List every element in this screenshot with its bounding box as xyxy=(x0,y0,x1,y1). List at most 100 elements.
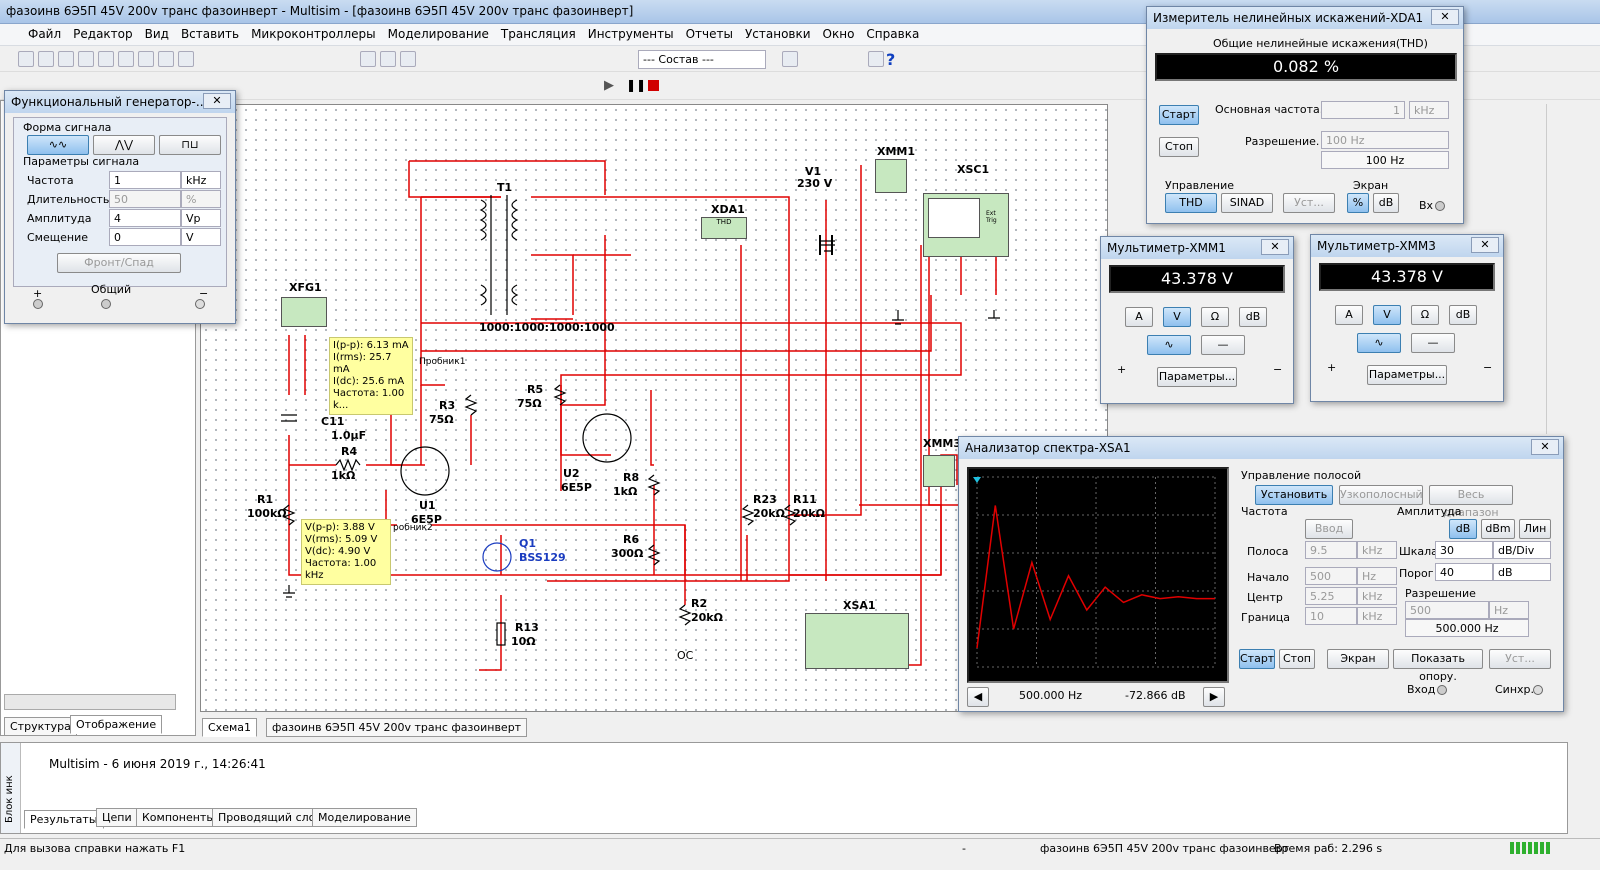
start-button[interactable]: Старт xyxy=(1159,105,1199,125)
doc-tab-current[interactable]: фазоинв 6Э5П 45V 200v транс фазоинверт xyxy=(266,718,528,737)
redo-icon[interactable] xyxy=(178,51,194,67)
stop-icon[interactable] xyxy=(648,80,659,91)
linear-scale-button[interactable]: Лин xyxy=(1519,519,1551,539)
menu-simulate[interactable]: Моделирование xyxy=(387,27,489,41)
duty-unit[interactable]: % xyxy=(181,190,221,208)
spectrum-settings-button[interactable]: Уст... xyxy=(1489,649,1551,669)
full-span-button[interactable]: Весь диапазон xyxy=(1429,485,1513,519)
spectrum-input-terminal-icon[interactable] xyxy=(1437,685,1447,695)
mm3-db-button[interactable]: dB xyxy=(1449,305,1477,325)
thd-button[interactable]: THD xyxy=(1165,193,1217,213)
common-terminal-icon[interactable] xyxy=(101,299,111,309)
show-reference-button[interactable]: Показать опору. xyxy=(1393,649,1483,683)
mm3-params-button[interactable]: Параметры... xyxy=(1367,365,1447,385)
threshold-input[interactable]: 40 xyxy=(1435,563,1493,581)
close-icon[interactable]: ✕ xyxy=(1431,9,1459,25)
menu-reports[interactable]: Отчеты xyxy=(685,27,733,41)
offset-unit[interactable]: V xyxy=(181,228,221,246)
close-icon[interactable]: ✕ xyxy=(203,93,231,109)
paste-icon[interactable] xyxy=(138,51,154,67)
mm1-params-button[interactable]: Параметры... xyxy=(1157,367,1237,387)
sine-wave-button[interactable]: ∿∿ xyxy=(27,135,89,155)
db-scale-button[interactable]: dB xyxy=(1449,519,1477,539)
menu-transfer[interactable]: Трансляция xyxy=(500,27,576,41)
menu-view[interactable]: Вид xyxy=(144,27,169,41)
mm1-dc-button[interactable]: — xyxy=(1201,335,1245,355)
mm1-ampere-button[interactable]: A xyxy=(1125,307,1153,327)
tab-results[interactable]: Результаты xyxy=(24,810,104,829)
probe1-readout[interactable]: I(p-p): 6.13 mA I(rms): 25.7 mA I(dc): 2… xyxy=(329,337,413,415)
settings-button[interactable]: Уст... xyxy=(1283,193,1335,213)
spectrum-cursor-marker[interactable] xyxy=(973,477,981,483)
mm3-volt-button[interactable]: V xyxy=(1373,305,1401,325)
scale-input[interactable]: 30 xyxy=(1435,541,1493,559)
input-terminal-icon[interactable] xyxy=(1435,201,1445,211)
xsc1-instrument[interactable]: Ext Trig xyxy=(923,193,1009,257)
doc-tab-schema1[interactable]: Схема1 xyxy=(202,718,257,737)
close-icon[interactable]: ✕ xyxy=(1531,439,1559,455)
grid-icon[interactable] xyxy=(359,51,376,67)
spectrum-start-button[interactable]: Старт xyxy=(1239,649,1275,669)
offset-input[interactable]: 0 xyxy=(109,228,181,246)
mm1-ohm-button[interactable]: Ω xyxy=(1201,307,1229,327)
menu-tools[interactable]: Инструменты xyxy=(587,27,674,41)
graph-icon[interactable] xyxy=(399,51,416,67)
cursor-left-button[interactable]: ◀ xyxy=(967,687,989,707)
span-unit[interactable]: kHz xyxy=(1357,541,1397,559)
copy-icon[interactable] xyxy=(118,51,134,67)
plus-terminal-icon[interactable] xyxy=(33,299,43,309)
tab-hierarchy[interactable]: Структура xyxy=(4,717,77,736)
threshold-unit[interactable]: dB xyxy=(1493,563,1551,581)
triangle-wave-button[interactable]: ⋀⋁ xyxy=(93,135,155,155)
db-button[interactable]: dB xyxy=(1373,193,1399,213)
open-icon[interactable] xyxy=(38,51,54,67)
toolbox-scrollbar[interactable] xyxy=(4,694,176,710)
save-icon[interactable] xyxy=(58,51,74,67)
span-input[interactable]: 9.5 xyxy=(1305,541,1357,559)
close-icon[interactable]: ✕ xyxy=(1261,239,1289,255)
spectrum-screen[interactable] xyxy=(967,467,1229,683)
resolution-input[interactable]: 500 xyxy=(1405,601,1489,619)
pause-icon[interactable]: ❚❚ xyxy=(626,78,647,92)
help-icon[interactable]: ? xyxy=(886,50,896,69)
dbm-scale-button[interactable]: dBm xyxy=(1481,519,1515,539)
print-icon[interactable] xyxy=(78,51,94,67)
mm3-titlebar[interactable]: Мультиметр-XMM3✕ xyxy=(1311,235,1503,257)
cut-icon[interactable] xyxy=(98,51,114,67)
spectrum-stop-button[interactable]: Стоп xyxy=(1279,649,1315,669)
amplitude-unit[interactable]: Vp xyxy=(181,209,221,227)
table-icon[interactable] xyxy=(379,51,396,67)
menu-insert[interactable]: Вставить xyxy=(180,27,240,41)
stop-button[interactable]: Стоп xyxy=(1159,137,1199,157)
xmm1-instrument[interactable] xyxy=(875,159,907,193)
xfg1-instrument[interactable] xyxy=(281,297,327,327)
xda1-instrument[interactable]: THD xyxy=(701,217,747,239)
composition-select[interactable]: --- Состав --- xyxy=(638,50,766,69)
tab-components[interactable]: Компоненты xyxy=(136,808,222,827)
xsa1-instrument[interactable] xyxy=(805,613,909,669)
distortion-titlebar[interactable]: Измеритель нелинейных искажений-XDA1✕ xyxy=(1147,7,1463,29)
fundamental-unit[interactable]: kHz xyxy=(1409,101,1449,119)
xmm3-instrument[interactable] xyxy=(923,455,955,487)
freq-unit[interactable]: kHz xyxy=(181,171,221,189)
fundamental-input[interactable]: 1 xyxy=(1321,101,1405,119)
undo-icon[interactable] xyxy=(158,51,174,67)
mm3-ampere-button[interactable]: A xyxy=(1335,305,1363,325)
start-freq-unit[interactable]: Hz xyxy=(1357,567,1397,585)
menu-options[interactable]: Установки xyxy=(744,27,811,41)
tab-nets[interactable]: Цепи xyxy=(96,808,138,827)
square-wave-button[interactable]: ⊓⊔ xyxy=(159,135,221,155)
minus-terminal-icon[interactable] xyxy=(195,299,205,309)
center-freq-input[interactable]: 5.25 xyxy=(1305,587,1357,605)
menu-help[interactable]: Справка xyxy=(866,27,920,41)
duty-input[interactable]: 50 xyxy=(109,190,181,208)
mm1-volt-button[interactable]: V xyxy=(1163,307,1191,327)
tab-visibility[interactable]: Отображение xyxy=(70,715,163,734)
start-freq-input[interactable]: 500 xyxy=(1305,567,1357,585)
mm1-ac-button[interactable]: ∿ xyxy=(1147,335,1191,355)
scale-unit[interactable]: dB/Div xyxy=(1493,541,1551,559)
tab-simulation[interactable]: Моделирование xyxy=(312,808,417,827)
end-freq-unit[interactable]: kHz xyxy=(1357,607,1397,625)
resolution-unit[interactable]: Hz xyxy=(1489,601,1529,619)
mm1-titlebar[interactable]: Мультиметр-XMM1✕ xyxy=(1101,237,1293,259)
